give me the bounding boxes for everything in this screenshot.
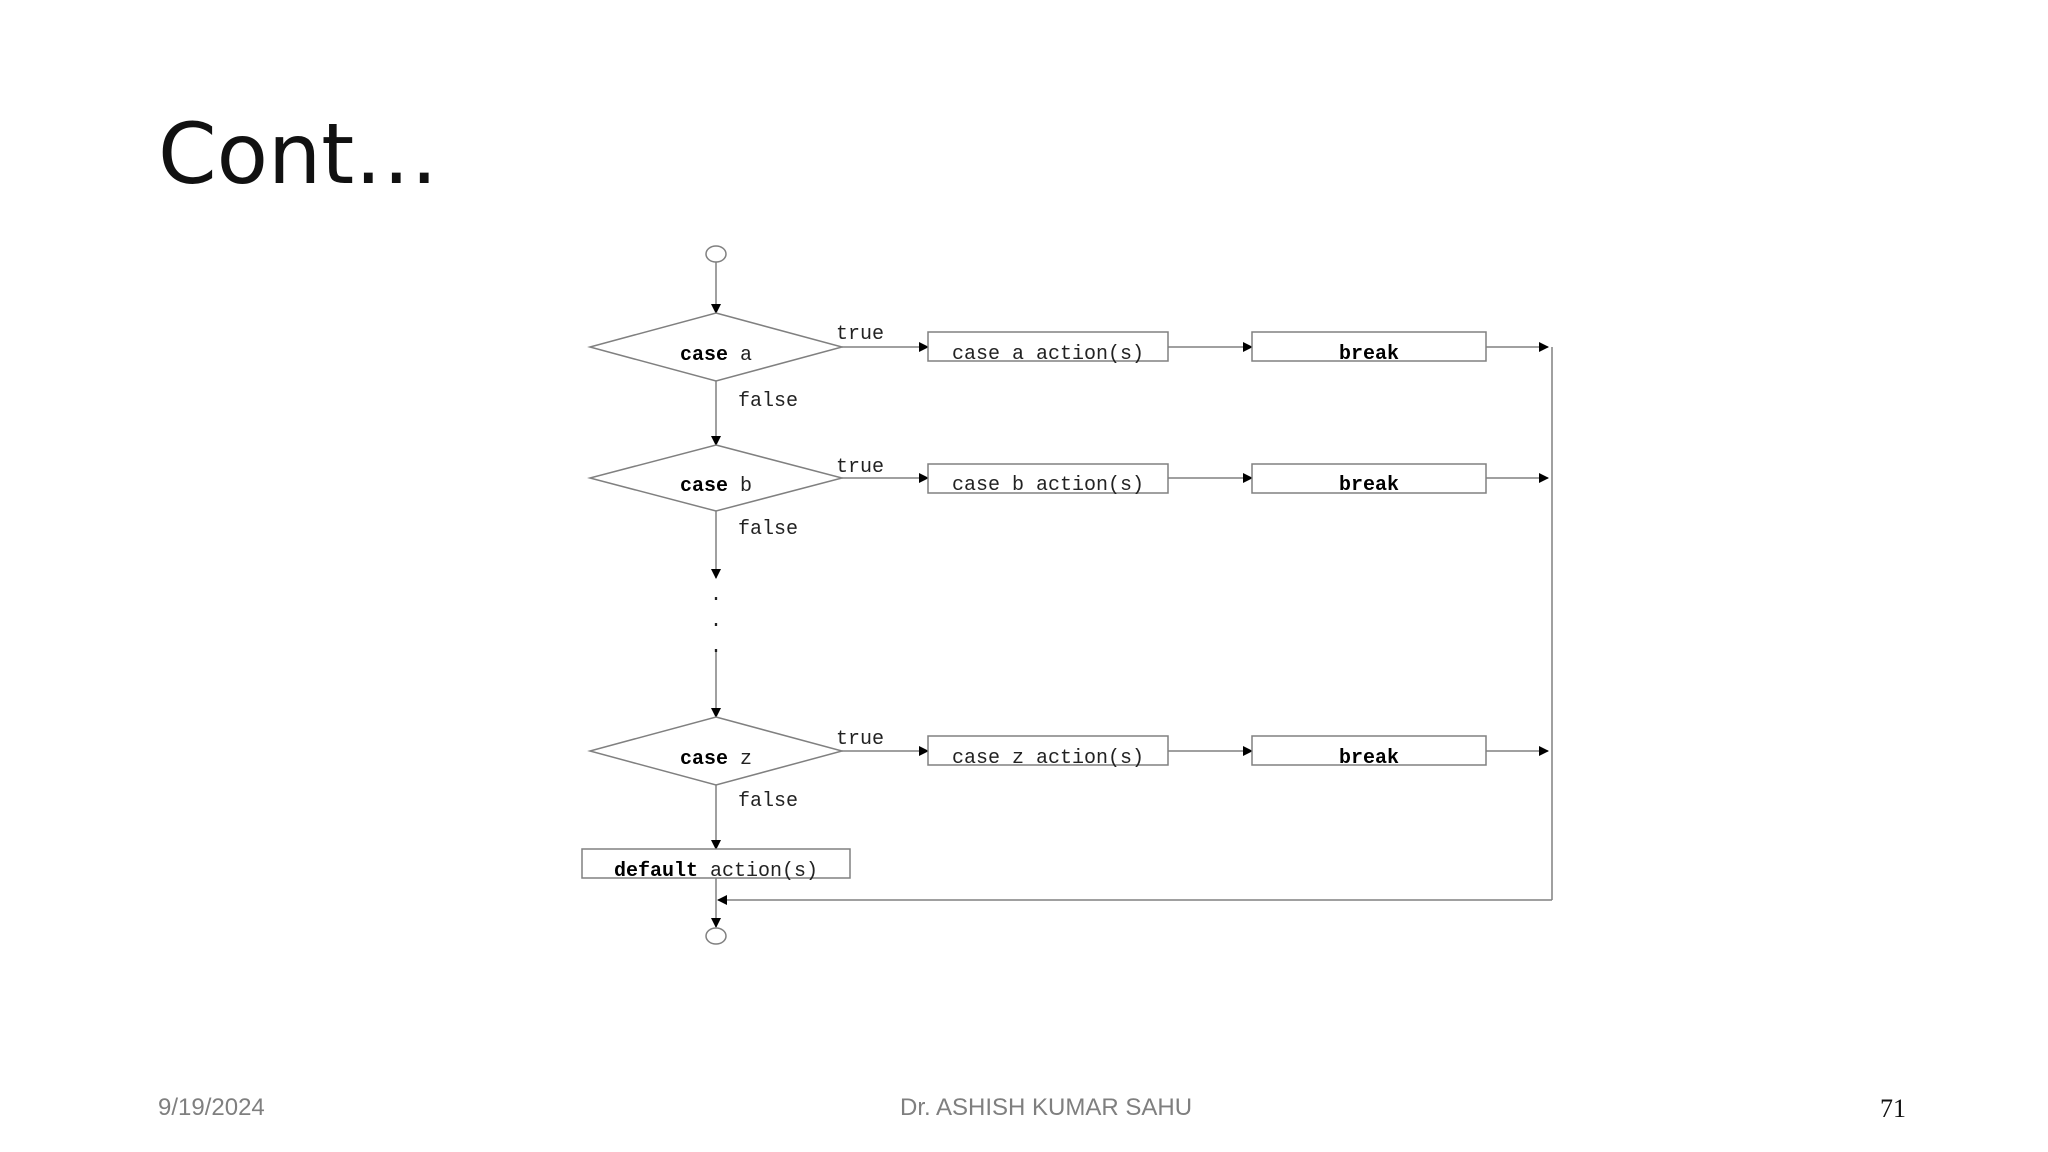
action-text-b: case b action(s) xyxy=(952,474,1144,497)
action-text-z: case z action(s) xyxy=(952,747,1144,770)
decision-case-b-text: case b xyxy=(680,475,752,498)
false-label-a: false xyxy=(738,390,798,413)
decision-case-z-text: case z xyxy=(680,748,752,771)
true-label-a: true xyxy=(836,323,884,346)
break-text-a: break xyxy=(1339,343,1399,366)
default-text: default action(s) xyxy=(614,860,818,883)
decision-case-a-text: case a xyxy=(680,344,752,367)
action-box-z xyxy=(927,735,1169,766)
footer-date: 9/19/2024 xyxy=(158,1094,265,1121)
true-label-b: true xyxy=(836,456,884,479)
slide-title: Cont… xyxy=(158,105,439,203)
break-text-b: break xyxy=(1339,474,1399,497)
break-box-z xyxy=(1251,735,1487,766)
footer-author: Dr. ASHISH KUMAR SAHU xyxy=(900,1094,1193,1121)
ellipsis-dot-3: · xyxy=(710,640,722,663)
action-box-b xyxy=(927,463,1169,494)
start-node xyxy=(705,245,727,263)
false-label-b: false xyxy=(738,518,798,541)
ellipsis-dot-2: · xyxy=(710,614,722,637)
break-box-b xyxy=(1251,463,1487,494)
break-text-z: break xyxy=(1339,747,1399,770)
false-label-z: false xyxy=(738,790,798,813)
footer-page-number: 71 xyxy=(1880,1094,1906,1123)
end-node xyxy=(705,927,727,945)
action-text-a: case a action(s) xyxy=(952,343,1144,366)
ellipsis-dot-1: · xyxy=(710,588,722,611)
default-box xyxy=(581,848,851,879)
true-label-z: true xyxy=(836,728,884,751)
